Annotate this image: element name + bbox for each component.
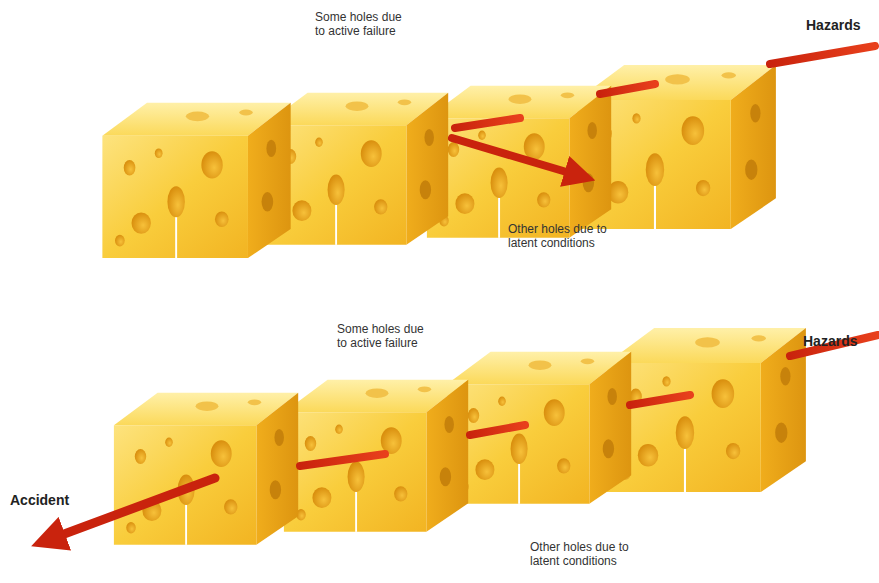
annotation-text: Other holes due to latent conditions [530, 540, 634, 568]
annotation-text: Other holes due to latent conditions [508, 222, 612, 250]
accident-label: Accident [10, 492, 69, 508]
hazard-label: Hazards [806, 17, 860, 33]
annotation-text: Some holes due to active failure [337, 322, 429, 350]
hazard-label: Hazards [803, 333, 857, 349]
annotation-text: Some holes due to active failure [315, 10, 407, 38]
